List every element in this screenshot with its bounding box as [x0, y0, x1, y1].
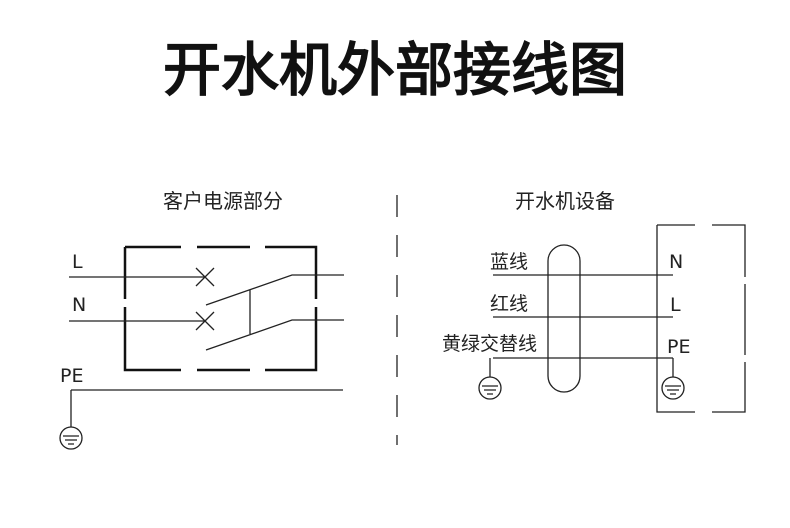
contact-x-icon	[195, 311, 215, 331]
cable-sleeve	[547, 244, 581, 393]
terminal-pe: PE	[667, 336, 690, 358]
ground-icon	[661, 376, 685, 400]
wire-label-red: 红线	[490, 293, 528, 315]
ground-icon	[478, 376, 502, 400]
customer-power-heading: 客户电源部分	[163, 189, 283, 213]
ground-icon	[59, 426, 83, 450]
terminal-l: L	[670, 294, 681, 316]
terminal-n: N	[669, 251, 683, 273]
label-n: N	[72, 294, 86, 316]
contact-x-icon	[195, 267, 215, 287]
breaker-switch	[69, 267, 344, 351]
device-terminal-box	[656, 224, 746, 413]
breaker-box	[123, 245, 318, 372]
device-wires	[489, 274, 674, 377]
wire-label-blue: 蓝线	[490, 251, 528, 273]
page-title: 开水机外部接线图	[163, 36, 627, 104]
pe-ground	[59, 389, 343, 450]
water-dispenser-heading: 开水机设备	[515, 189, 615, 213]
label-l: L	[72, 251, 83, 273]
label-pe: PE	[60, 365, 83, 387]
wire-label-yellow-green: 黄绿交替线	[442, 333, 537, 355]
